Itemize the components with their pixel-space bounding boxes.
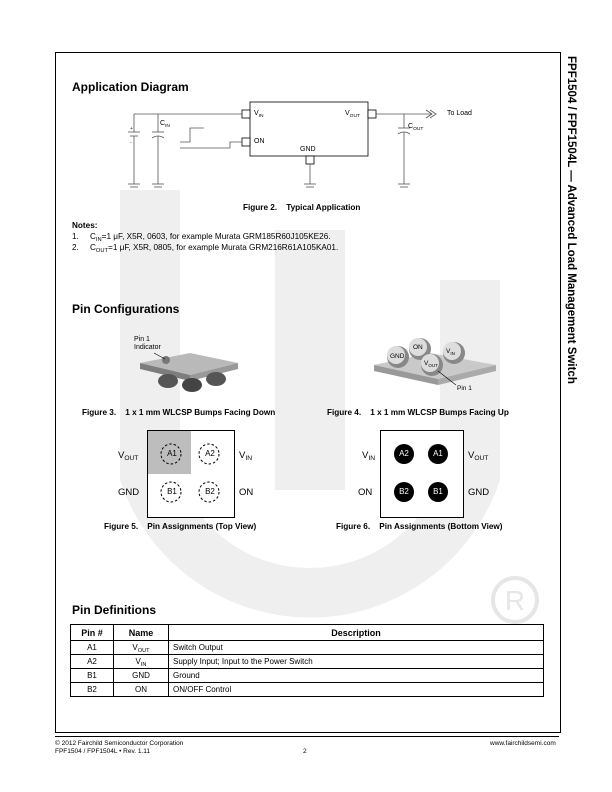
table-row: B2 ON ON/OFF Control xyxy=(70,682,544,697)
on-pin-label: ON xyxy=(254,138,265,145)
pin-definitions-table: Pin # Name Description A1 VOUT Switch Ou… xyxy=(70,624,544,697)
section-title-application-diagram: Application Diagram xyxy=(72,80,189,94)
description-cell: Supply Input; Input to the Power Switch xyxy=(168,654,544,669)
page-frame xyxy=(55,52,561,733)
bottom-view-on-label: ON xyxy=(358,487,373,498)
note-item: 2.COUT=1 μF, X5R, 0805, for example Mura… xyxy=(72,243,339,254)
cout-label: COUT xyxy=(408,123,424,132)
name-cell: VOUT xyxy=(113,640,169,655)
table-row: B1 GND Ground xyxy=(70,668,544,683)
top-view-vin-label: VIN xyxy=(239,450,252,462)
figure-3-caption: Figure 3. 1 x 1 mm WLCSP Bumps Facing Do… xyxy=(82,408,276,417)
pin-cell: B2 xyxy=(70,682,114,697)
top-view-vout-label: VOUT xyxy=(118,450,139,462)
description-cell: Switch Output xyxy=(168,640,544,655)
gnd-pin-label: GND xyxy=(300,146,316,153)
column-header: Name xyxy=(113,624,169,641)
ball-b2-label: B2 xyxy=(399,487,409,496)
footer-part-number: FPF1504 / FPF1504L • Rev. 1.11 xyxy=(55,748,151,755)
ball-a1-label: A1 xyxy=(433,449,443,458)
description-cell: ON/OFF Control xyxy=(168,682,544,697)
pin-cell: B1 xyxy=(70,668,114,683)
bump-vin-label: VIN xyxy=(446,348,455,356)
pin1-label: Pin 1 xyxy=(457,385,472,392)
svg-text:-: - xyxy=(130,140,132,146)
description-cell: Ground xyxy=(168,668,544,683)
bump-on-label: ON xyxy=(413,344,423,351)
name-cell: VIN xyxy=(113,654,169,669)
ball-a2-label: A2 xyxy=(399,449,409,458)
notes: Notes: 1.CIN=1 μF, X5R, 0603, for exampl… xyxy=(72,220,339,254)
table-row: A1 VOUT Switch Output xyxy=(70,640,544,655)
bottom-view-vin-label: VIN xyxy=(362,450,375,462)
section-title-pin-definitions: Pin Definitions xyxy=(72,603,156,617)
section-title-pin-configurations: Pin Configurations xyxy=(72,302,180,316)
bottom-view-vout-label: VOUT xyxy=(468,450,489,462)
figure-4-caption: Figure 4. 1 x 1 mm WLCSP Bumps Facing Up xyxy=(327,408,509,417)
bottom-view-balls xyxy=(394,444,448,502)
pin-cell: A1 xyxy=(70,640,114,655)
notes-heading: Notes: xyxy=(72,221,98,230)
table-header-row: Pin # Name Description xyxy=(70,624,544,641)
ball-b1-label: B1 xyxy=(167,487,177,496)
name-cell: ON xyxy=(113,682,169,697)
figure-6-caption: Figure 6. Pin Assignments (Bottom View) xyxy=(336,522,503,531)
top-view-package xyxy=(147,430,235,518)
bottom-view-gnd-label: GND xyxy=(468,487,490,498)
name-cell: GND xyxy=(113,668,169,683)
bump-vout-label: VOUT xyxy=(424,360,438,368)
to-load-label: To Load xyxy=(447,110,472,117)
svg-text:R: R xyxy=(505,585,525,616)
typical-application-diagram: + - xyxy=(128,101,437,188)
column-header: Description xyxy=(168,624,544,641)
bump-gnd-label: GND xyxy=(390,353,405,360)
column-header: Pin # xyxy=(70,624,114,641)
footer-url[interactable]: www.fairchildsemi.com xyxy=(490,740,556,747)
ball-b2-label: B2 xyxy=(205,487,215,496)
vin-pin-label: VIN xyxy=(254,110,264,119)
cin-label: CIN xyxy=(160,120,170,129)
figure-5-caption: Figure 5. Pin Assignments (Top View) xyxy=(104,522,257,531)
wlcsp-bumps-up-image xyxy=(374,338,496,386)
vout-pin-label: VOUT xyxy=(345,110,360,119)
wlcsp-bumps-down-image xyxy=(140,352,238,392)
registered-mark xyxy=(491,576,539,624)
note-item: 1.CIN=1 μF, X5R, 0603, for example Murat… xyxy=(72,232,331,243)
top-view-gnd-label: GND xyxy=(118,487,140,498)
side-title: FPF1504 / FPF1504L — Advanced Load Manag… xyxy=(565,56,577,384)
ball-b1-label: B1 xyxy=(433,487,443,496)
top-view-balls xyxy=(160,443,220,503)
page-number: 2 xyxy=(303,748,307,755)
svg-text:+: + xyxy=(130,126,133,132)
figure-2-caption: Figure 2. Typical Application xyxy=(243,203,361,212)
pin-cell: A2 xyxy=(70,654,114,669)
pin1-marker xyxy=(148,431,191,474)
footer-copyright: © 2012 Fairchild Semiconductor Corporati… xyxy=(55,740,184,747)
bottom-view-package xyxy=(380,430,464,518)
table-row: A2 VIN Supply Input; Input to the Power … xyxy=(70,654,544,669)
top-view-on-label: ON xyxy=(239,487,254,498)
ball-a1-label: A1 xyxy=(167,449,177,458)
footer-rule xyxy=(55,736,559,737)
ball-a2-label: A2 xyxy=(205,449,215,458)
